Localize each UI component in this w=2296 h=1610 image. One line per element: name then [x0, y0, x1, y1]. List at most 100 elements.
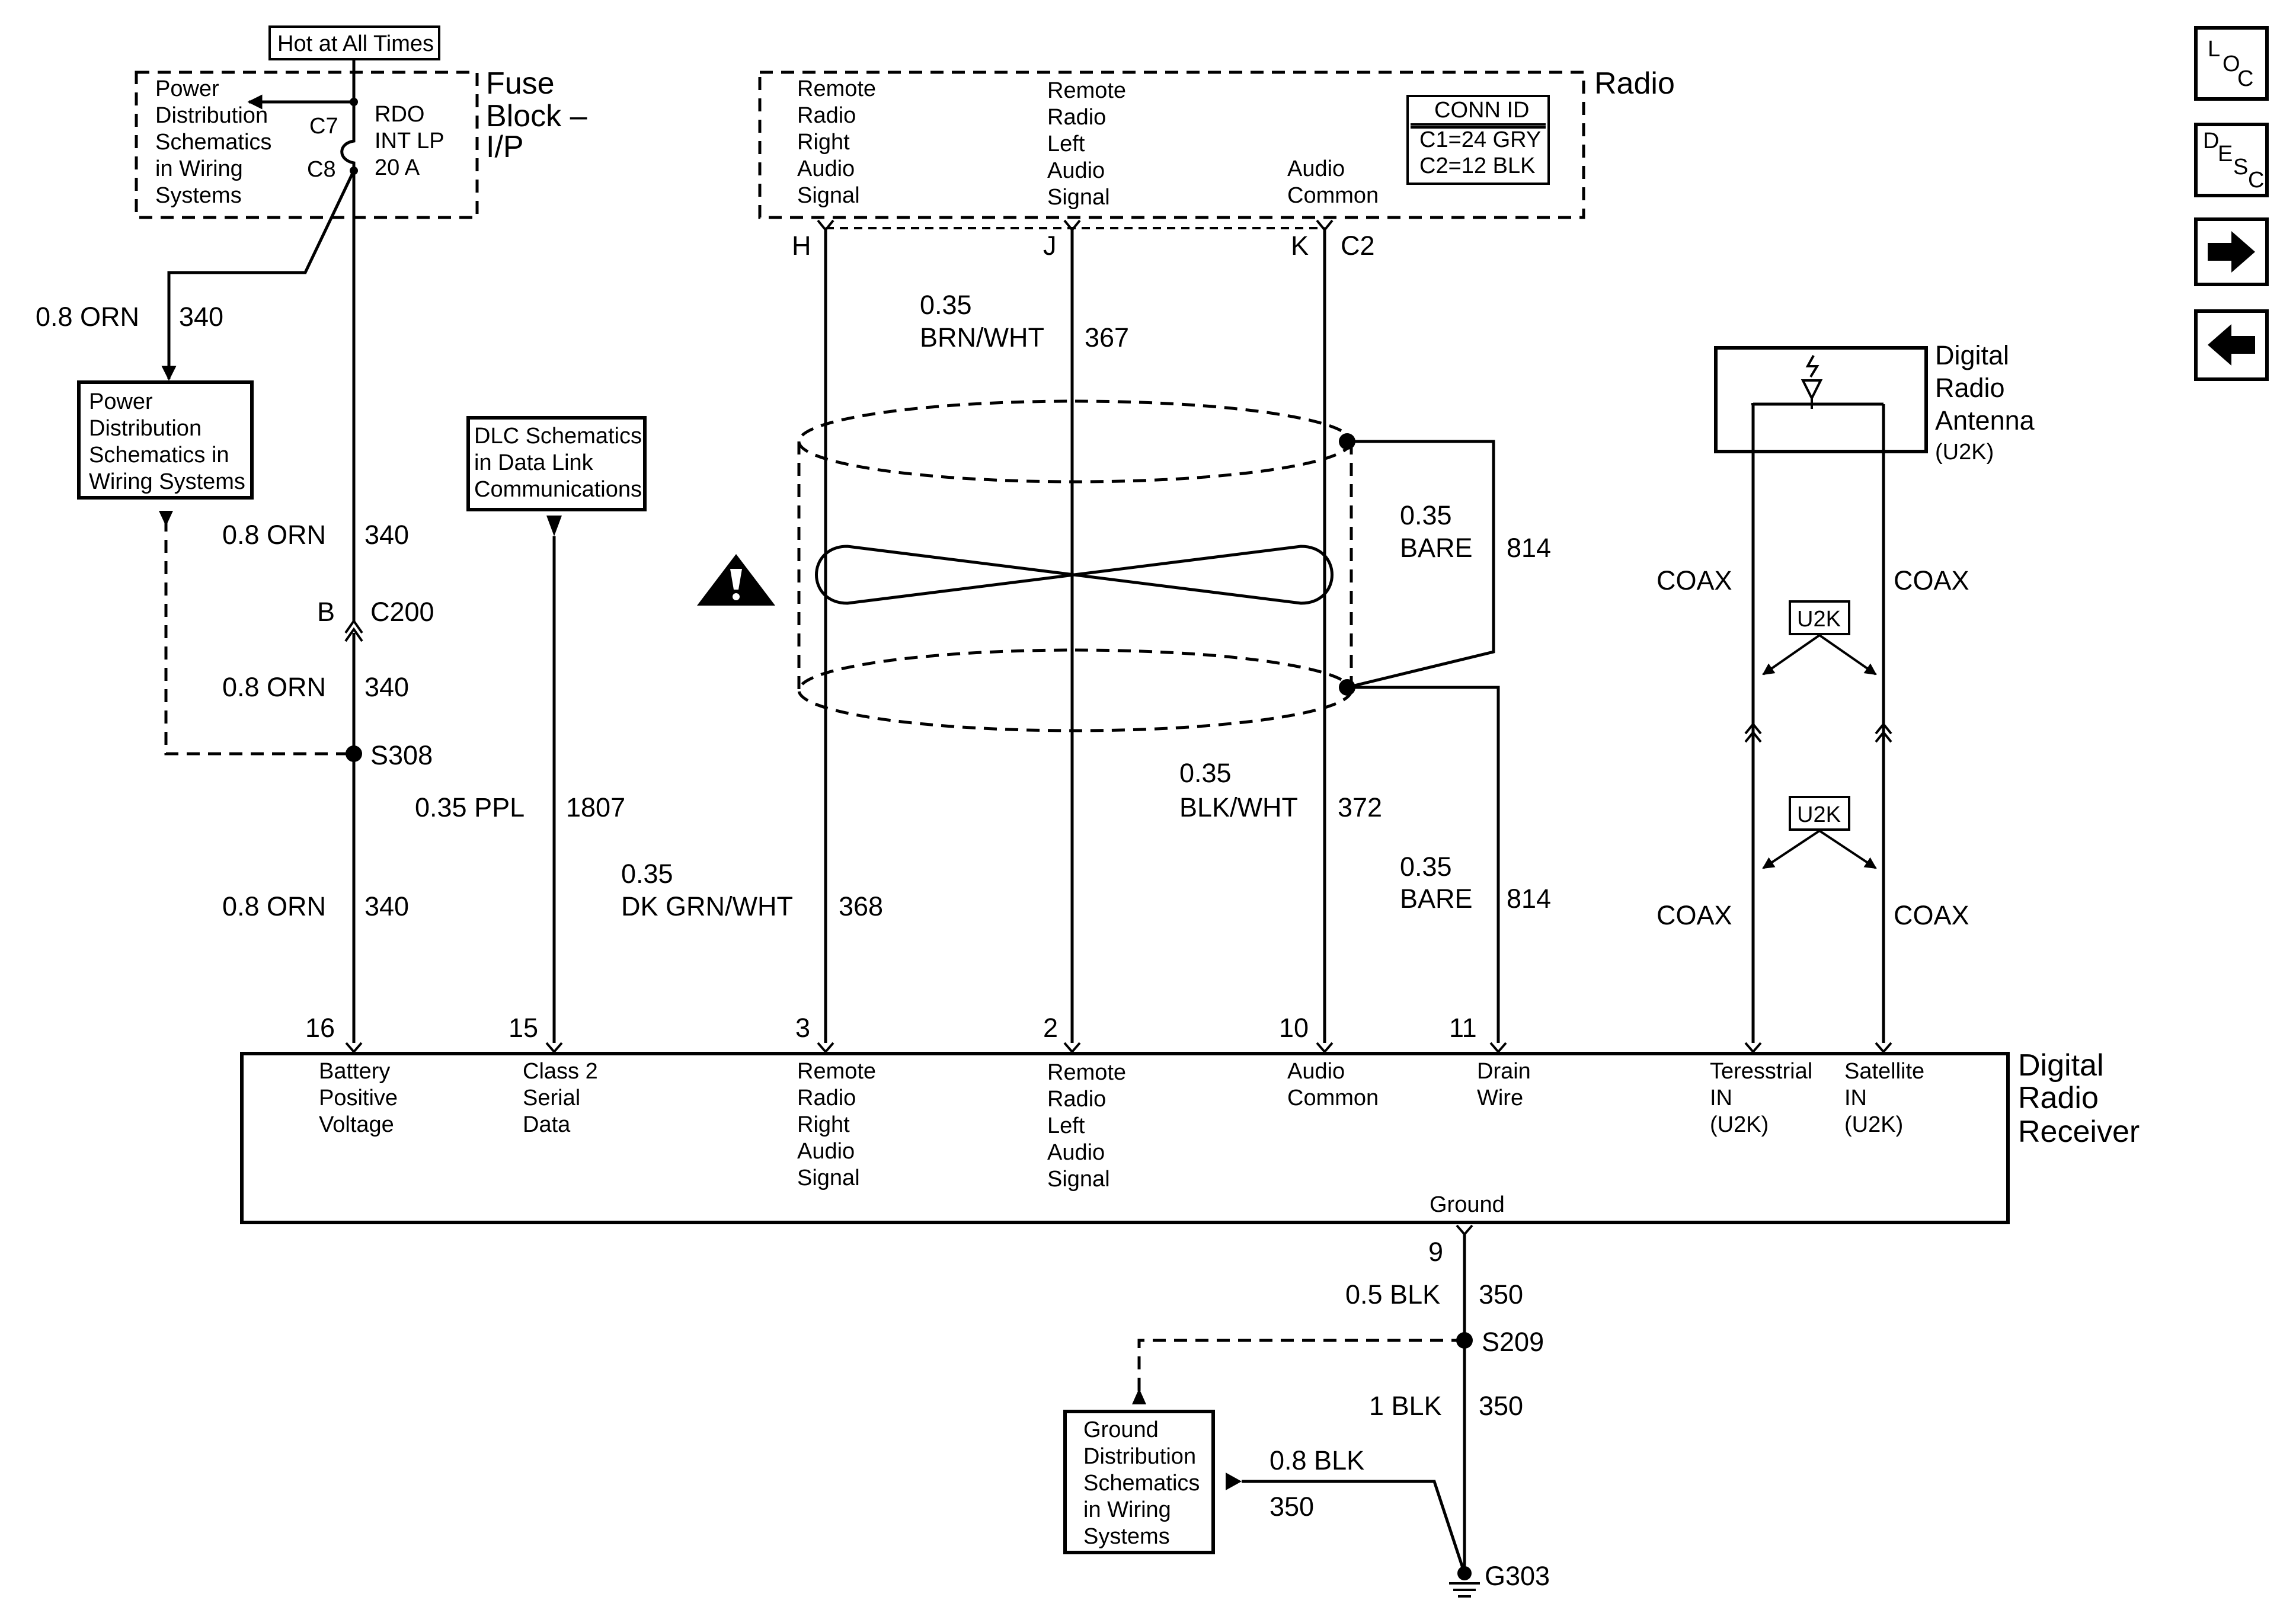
digital-radio-receiver-box	[240, 1052, 2010, 1224]
svg-text:E: E	[2218, 142, 2233, 167]
svg-text:(U2K): (U2K)	[1844, 1112, 1903, 1137]
left-arrow-icon	[2208, 324, 2255, 366]
wire-368-label: 0.35 DK GRN/WHT 368	[621, 859, 883, 921]
pin-2: 2	[1043, 1013, 1058, 1043]
dlc-arrow	[546, 516, 562, 536]
desc-button[interactable]: D E S C	[2194, 123, 2269, 197]
svg-text:(U2K): (U2K)	[1935, 440, 1994, 465]
label-terrestrial-in: Teresstrial IN (U2K)	[1710, 1059, 1812, 1137]
svg-text:Distribution: Distribution	[1083, 1444, 1196, 1469]
ground-g303-dot	[1457, 1566, 1472, 1580]
svg-text:350: 350	[1479, 1391, 1523, 1421]
wire-340-label-b: 0.8 ORN 340	[222, 672, 409, 702]
wire-340-label-c: 0.8 ORN 340	[222, 891, 409, 921]
wire-340-top-label: 0.8 ORN 340	[36, 302, 223, 332]
svg-text:BLK/WHT: BLK/WHT	[1179, 792, 1298, 822]
svg-text:0.35: 0.35	[1400, 500, 1452, 530]
next-button[interactable]	[2194, 217, 2269, 286]
prev-button[interactable]	[2194, 309, 2269, 381]
svg-text:0.8 ORN: 0.8 ORN	[222, 672, 326, 702]
svg-text:Block –: Block –	[486, 99, 587, 133]
svg-text:Right: Right	[797, 130, 850, 155]
label-drain-wire: Drain Wire	[1477, 1059, 1531, 1110]
svg-text:C: C	[2237, 66, 2253, 91]
svg-text:Communications: Communications	[474, 477, 642, 502]
svg-text:Signal: Signal	[1047, 1167, 1110, 1192]
svg-text:Left: Left	[1047, 132, 1085, 156]
svg-text:Receiver: Receiver	[2018, 1115, 2140, 1149]
svg-text:0.35: 0.35	[1179, 758, 1232, 788]
pin-11: 11	[1449, 1013, 1477, 1043]
splice-s308-dot	[346, 745, 362, 762]
svg-text:0.8 BLK: 0.8 BLK	[1269, 1445, 1364, 1475]
svg-text:Power: Power	[155, 76, 219, 101]
svg-text:0.35: 0.35	[1400, 852, 1452, 882]
u2k-option-upper: U2K	[1762, 600, 1877, 676]
svg-text:Wire: Wire	[1477, 1086, 1523, 1110]
radio-outline	[758, 71, 1585, 219]
svg-text:367: 367	[1085, 322, 1129, 353]
svg-text:Remote: Remote	[797, 76, 876, 101]
svg-text:I/P: I/P	[486, 130, 524, 164]
fuse-power-distribution-ref: Power Distribution Schematics in Wiring …	[155, 76, 271, 208]
svg-text:0.5 BLK: 0.5 BLK	[1345, 1279, 1440, 1310]
svg-text:DK GRN/WHT: DK GRN/WHT	[621, 891, 793, 921]
label-class-2-serial: Class 2 Serial Data	[523, 1059, 598, 1137]
svg-text:Signal: Signal	[1047, 185, 1110, 210]
antenna-box	[1714, 346, 1928, 1043]
svg-text:Audio: Audio	[1287, 1059, 1345, 1084]
coax-label-3: COAX	[1657, 900, 1732, 930]
svg-text:Teresstrial: Teresstrial	[1710, 1059, 1812, 1084]
coax-label-2: COAX	[1894, 565, 1969, 596]
svg-text:Schematics: Schematics	[1083, 1471, 1200, 1496]
label-satellite-in: Satellite IN (U2K)	[1844, 1059, 1924, 1137]
svg-text:O: O	[2223, 52, 2240, 76]
pin-16: 16	[305, 1013, 335, 1043]
svg-text:Remote: Remote	[1047, 1060, 1126, 1085]
svg-text:BARE: BARE	[1400, 533, 1473, 563]
svg-text:(U2K): (U2K)	[1710, 1112, 1769, 1137]
svg-text:Audio: Audio	[797, 156, 855, 181]
svg-text:C2=12 BLK: C2=12 BLK	[1419, 153, 1535, 178]
svg-text:Common: Common	[1287, 183, 1379, 208]
svg-text:Antenna: Antenna	[1935, 405, 2035, 436]
svg-text:Digital: Digital	[2018, 1048, 2104, 1083]
wire-350-label-b: 1 BLK 350	[1369, 1391, 1523, 1421]
svg-text:1807: 1807	[566, 792, 625, 822]
svg-text:Battery: Battery	[319, 1059, 390, 1084]
svg-text:Systems: Systems	[1083, 1524, 1170, 1549]
ground-g303-label: G303	[1485, 1561, 1550, 1591]
label-remote-right: Remote Radio Right Audio Signal	[797, 1059, 876, 1190]
pin-3: 3	[795, 1013, 810, 1043]
svg-text:Signal: Signal	[797, 1166, 860, 1190]
wire-367-label: 0.35 BRN/WHT 367	[920, 290, 1129, 353]
loc-button[interactable]: L O C	[2194, 26, 2269, 101]
svg-text:S: S	[2233, 155, 2248, 180]
pd-dashed-link	[164, 518, 354, 756]
ground-distribution-box: Ground Distribution Schematics in Wiring…	[1063, 1410, 1215, 1554]
label-audio-common: Audio Common	[1287, 1059, 1379, 1110]
ground-icon	[1449, 1582, 1480, 1598]
svg-text:Radio: Radio	[2018, 1081, 2099, 1115]
svg-text:in Wiring: in Wiring	[155, 156, 243, 181]
svg-text:340: 340	[179, 302, 223, 332]
coax-label-1: COAX	[1657, 565, 1732, 596]
wire-372-label: 0.35 BLK/WHT 372	[1179, 758, 1382, 822]
coax-connectors	[1744, 722, 1892, 743]
svg-text:Power: Power	[89, 389, 153, 414]
svg-text:Radio: Radio	[797, 1086, 856, 1110]
fuse-c7-label: C7	[309, 114, 338, 139]
svg-text:DLC Schematics: DLC Schematics	[474, 424, 642, 449]
svg-text:Radio: Radio	[1935, 373, 2005, 403]
svg-text:Digital: Digital	[1935, 340, 2009, 370]
svg-text:20 A: 20 A	[375, 155, 420, 180]
svg-text:814: 814	[1507, 533, 1551, 563]
svg-text:0.8 ORN: 0.8 ORN	[36, 302, 139, 332]
receiver-connector-ticks	[345, 1042, 1892, 1054]
svg-text:Audio: Audio	[1047, 158, 1105, 183]
svg-text:340: 340	[364, 520, 409, 550]
svg-text:U2K: U2K	[1797, 607, 1841, 632]
svg-text:Class 2: Class 2	[523, 1059, 598, 1084]
svg-text:Fuse: Fuse	[486, 66, 555, 101]
